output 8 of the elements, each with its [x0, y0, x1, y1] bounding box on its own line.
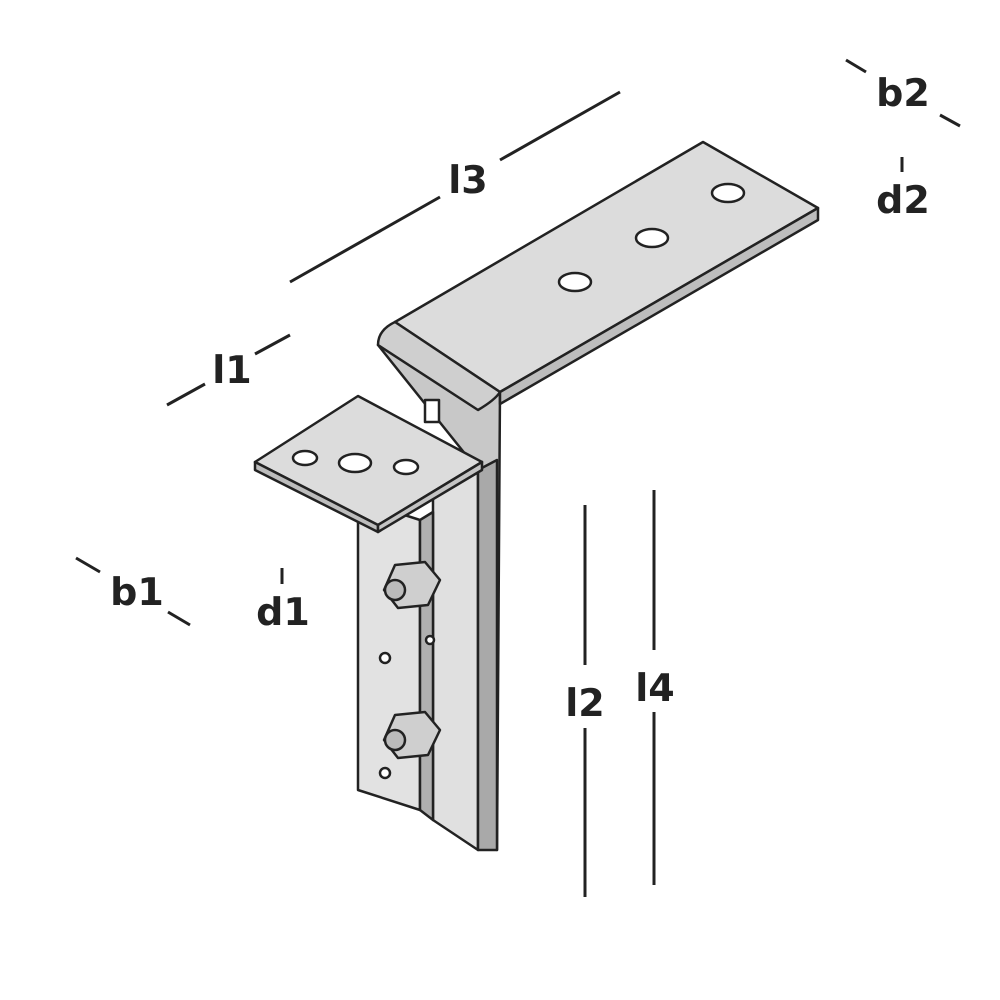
dimension-label: b1 — [110, 573, 164, 611]
dimension-label: d1 — [256, 593, 310, 631]
dimension-label: b2 — [876, 74, 930, 112]
dimension-label: d2 — [876, 181, 930, 219]
dimension-label: l2 — [565, 684, 605, 722]
dimension-label: l4 — [635, 669, 675, 707]
dimension-label: l3 — [448, 161, 488, 199]
dimension-label: l1 — [212, 351, 252, 389]
